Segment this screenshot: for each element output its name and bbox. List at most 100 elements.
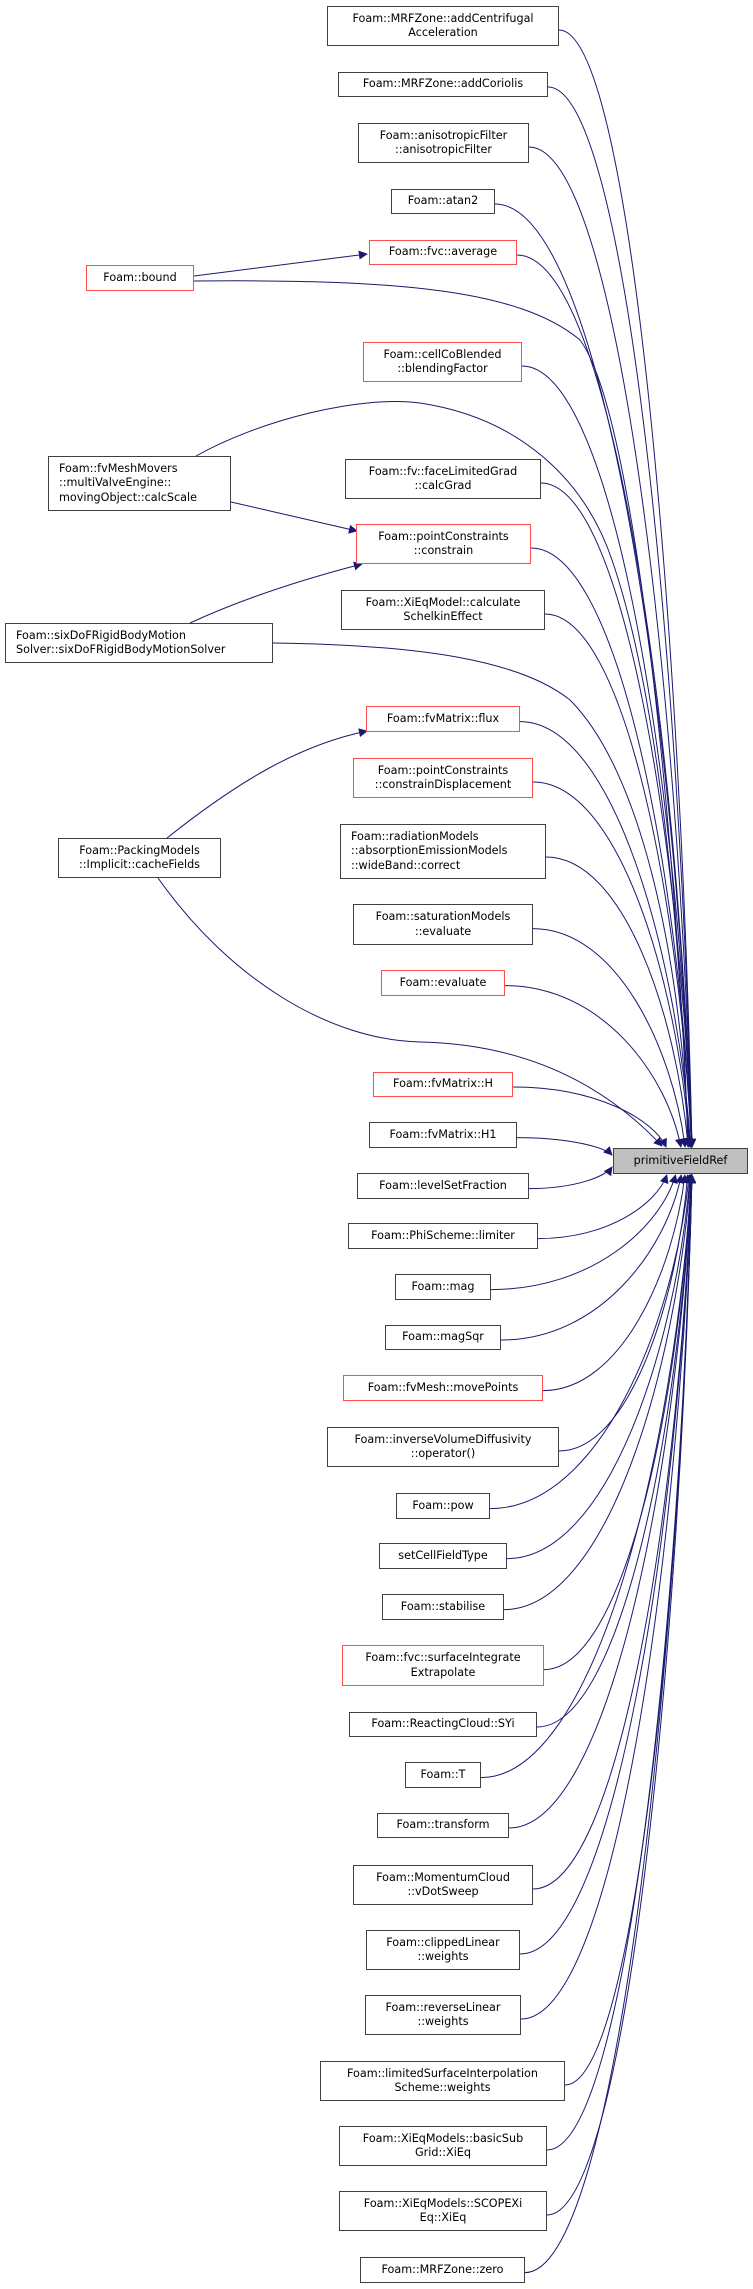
- node-label-line: Foam::MomentumCloud: [376, 1870, 510, 1884]
- edge-schelkin-to-primitiveFieldRef: [544, 613, 696, 1148]
- node-label-line: Foam::MRFZone::zero: [381, 2262, 504, 2276]
- node-label-line: SchelkinEffect: [403, 610, 483, 623]
- node-label-line: Foam::sixDoFRigidBodyMotion: [16, 628, 186, 642]
- node-label-line: Foam::MRFZone::addCoriolis: [362, 77, 524, 91]
- node-label-line: ::calcGrad: [414, 479, 472, 492]
- node-label-line: ::constrain: [413, 544, 474, 557]
- graph-node-wide-band[interactable]: Foam::radiationModels::absorptionEmissio…: [340, 824, 546, 879]
- node-label-line: ::vDotSweep: [407, 1885, 479, 1898]
- node-label-line: Foam::fvMatrix::H: [393, 1077, 493, 1091]
- node-label-line: Foam::stabilise: [400, 1599, 486, 1613]
- node-label-line: Foam::XiEqModels::SCOPEXi: [363, 2196, 523, 2210]
- edge-constrainDisplacement-to-primitiveFieldRef: [532, 781, 694, 1148]
- edge-calcScale-to-constrain: [230, 501, 358, 534]
- edge-vDotSweep-to-primitiveFieldRef: [532, 1174, 697, 1890]
- graph-node-bound[interactable]: Foam::bound: [86, 265, 194, 291]
- node-label-line: Grid::XiEq: [415, 2146, 471, 2159]
- node-label-line: Scheme::weights: [394, 2081, 491, 2094]
- graph-node-pow[interactable]: Foam::pow: [396, 1493, 490, 1519]
- graph-node-average[interactable]: Foam::fvc::average: [369, 240, 517, 265]
- node-label-line: Foam::mag: [411, 1279, 475, 1293]
- node-label-line: ::operator(): [410, 1447, 476, 1460]
- graph-node-reverse-linear[interactable]: Foam::reverseLinear::weights: [365, 1995, 521, 2035]
- graph-node-zero[interactable]: Foam::MRFZone::zero: [360, 2257, 525, 2283]
- graph-node-constrain[interactable]: Foam::pointConstraints::constrain: [356, 524, 531, 564]
- node-label-line: Foam::cellCoBlended: [383, 347, 502, 361]
- edge-average-to-primitiveFieldRef: [516, 254, 697, 1148]
- edge-limiter-to-primitiveFieldRef: [537, 1174, 669, 1240]
- node-label-line: Extrapolate: [410, 1665, 476, 1679]
- graph-node-add-coriolis[interactable]: Foam::MRFZone::addCoriolis: [338, 72, 548, 97]
- graph-node-transform[interactable]: Foam::transform: [377, 1813, 509, 1838]
- node-label-line: Foam::ReactingCloud::SYi: [371, 1717, 515, 1731]
- edge-pow-to-primitiveFieldRef: [489, 1174, 693, 1510]
- graph-node-syi[interactable]: Foam::ReactingCloud::SYi: [349, 1712, 537, 1737]
- edge-zero-to-primitiveFieldRef: [524, 1174, 697, 2274]
- graph-node-stabilise[interactable]: Foam::stabilise: [382, 1594, 504, 1620]
- graph-node-constrain-displacement[interactable]: Foam::pointConstraints::constrainDisplac…: [353, 758, 533, 798]
- node-label-line: ::absorptionEmissionModels: [351, 844, 508, 858]
- node-label-line: Foam::inverseVolumeDiffusivity: [354, 1432, 532, 1446]
- graph-node-atan2[interactable]: Foam::atan2: [391, 189, 495, 214]
- graph-node-calc-grad[interactable]: Foam::fv::faceLimitedGrad::calcGrad: [345, 459, 541, 499]
- graph-node-inverse-volume[interactable]: Foam::inverseVolumeDiffusivity::operator…: [327, 1427, 559, 1467]
- edge-movePoints-to-primitiveFieldRef: [542, 1174, 689, 1392]
- graph-node-evaluate[interactable]: Foam::evaluate: [381, 970, 505, 996]
- graph-node-level-set-fraction[interactable]: Foam::levelSetFraction: [357, 1173, 529, 1199]
- node-label-line: Foam::atan2: [407, 194, 479, 208]
- graph-node-h[interactable]: Foam::fvMatrix::H: [373, 1072, 513, 1097]
- node-label-line: Foam::reverseLinear: [385, 2000, 501, 2014]
- graph-node-t[interactable]: Foam::T: [405, 1762, 481, 1788]
- edge-SCOPEXi-to-primitiveFieldRef: [546, 1174, 697, 2216]
- graph-node-flux[interactable]: Foam::fvMatrix::flux: [366, 706, 520, 732]
- graph-node-set-cell-field-type[interactable]: setCellFieldType: [379, 1543, 507, 1569]
- graph-node-h1[interactable]: Foam::fvMatrix::H1: [369, 1122, 517, 1148]
- node-label-line: Foam::fvMatrix::flux: [386, 711, 500, 725]
- edge-setCellFieldType-to-primitiveFieldRef: [506, 1174, 695, 1560]
- graph-node-clipped-linear[interactable]: Foam::clippedLinear::weights: [366, 1930, 520, 1970]
- node-label-line: Foam::limitedSurfaceInterpolation: [347, 2066, 538, 2080]
- node-label-line: Foam::radiationModels: [351, 830, 479, 844]
- node-label-line: Foam::pointConstraints: [377, 763, 509, 777]
- node-label-line: ::constrainDisplacement: [374, 778, 512, 791]
- graph-node-mag-sqr[interactable]: Foam::magSqr: [385, 1325, 501, 1350]
- graph-node-saturation[interactable]: Foam::saturationModels::evaluate: [353, 904, 533, 945]
- node-label-line: primitiveFieldRef: [633, 1153, 728, 1167]
- graph-node-anisotropic-filter[interactable]: Foam::anisotropicFilter::anisotropicFilt…: [358, 123, 529, 163]
- node-label-line: setCellFieldType: [398, 1548, 488, 1562]
- edge-H1-to-primitiveFieldRef: [516, 1137, 613, 1156]
- edge-bound-to-primitiveFieldRef: [193, 280, 693, 1147]
- edge-T-to-primitiveFieldRef: [480, 1174, 696, 1779]
- edge-wideBand-to-primitiveFieldRef: [545, 856, 692, 1148]
- edge-magSqr-to-primitiveFieldRef: [500, 1174, 685, 1341]
- graph-node-v-dot-sweep[interactable]: Foam::MomentumCloud::vDotSweep: [353, 1865, 533, 1905]
- edge-addCoriolis-to-primitiveFieldRef: [547, 86, 697, 1148]
- node-label-line: Foam::T: [420, 1767, 466, 1781]
- graph-node-packing[interactable]: Foam::PackingModels::Implicit::cacheFiel…: [58, 838, 221, 878]
- node-label-line: Foam::MRFZone::addCentrifugal: [352, 11, 534, 25]
- graph-node-blending-factor[interactable]: Foam::cellCoBlended::blendingFactor: [363, 342, 522, 382]
- edge-transform-to-primitiveFieldRef: [508, 1174, 696, 1829]
- edge-H-to-primitiveFieldRef: [512, 1086, 667, 1148]
- edge-packing-to-flux: [166, 728, 368, 839]
- node-label-line: Foam::PackingModels: [79, 843, 200, 857]
- edge-anisotropicFilter-to-primitiveFieldRef: [528, 146, 697, 1148]
- graph-node-limiter[interactable]: Foam::PhiScheme::limiter: [348, 1223, 538, 1249]
- edge-packing-to-primitiveFieldRef: [157, 877, 663, 1147]
- edge-sixDoF-to-constrain: [189, 561, 363, 624]
- graph-node-mag[interactable]: Foam::mag: [395, 1274, 491, 1300]
- node-label-line: Foam::evaluate: [399, 975, 487, 989]
- node-label-line: Foam::anisotropicFilter: [379, 128, 508, 142]
- graph-node-calc-scale[interactable]: Foam::fvMeshMovers::multiValveEngine::mo…: [48, 456, 231, 511]
- graph-node-move-points[interactable]: Foam::fvMesh::movePoints: [343, 1375, 543, 1401]
- node-label-line: Foam::bound: [103, 270, 177, 284]
- node-label-line: ::Implicit::cacheFields: [78, 858, 201, 871]
